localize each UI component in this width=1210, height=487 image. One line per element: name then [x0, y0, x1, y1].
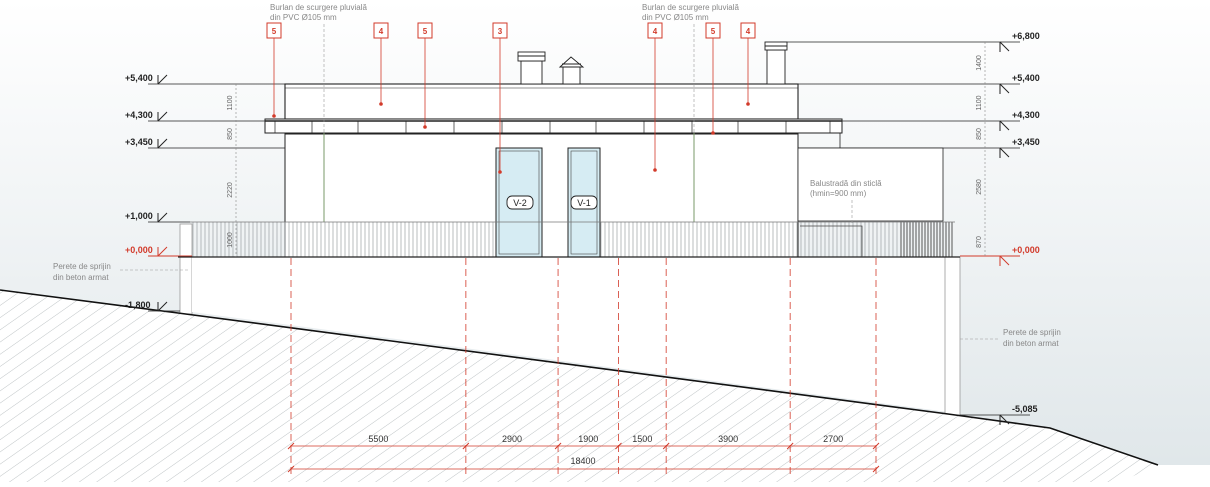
tag-label: 4: [379, 27, 384, 36]
right-level-markers: +6,800 +5,400 +4,300 +3,450 +0,000 -5,085: [999, 31, 1040, 425]
note-retaining-right-1: Perete de sprijin: [1003, 328, 1061, 337]
level-label: +0,000: [125, 245, 153, 255]
dim-ticks: [287, 442, 880, 473]
level-marker-right: +3,450: [999, 137, 1040, 158]
grid-axis-lines: [290, 258, 877, 476]
level-label: +4,300: [1012, 110, 1040, 120]
window-label-v1: V-1: [577, 198, 591, 208]
retaining-wall-right: [944, 256, 961, 416]
roof-parapet: [284, 83, 799, 120]
dim-tick: [287, 442, 295, 450]
terrain-line: [0, 289, 1159, 466]
vdim-right: 1100: [976, 95, 983, 110]
level-label: -5,085: [1012, 404, 1038, 414]
note-retaining-left-2: din beton armat: [53, 273, 109, 282]
dim-label: 3900: [718, 434, 738, 444]
dim-label: 2700: [823, 434, 843, 444]
dim-label: 5500: [368, 434, 388, 444]
vdim-left: 2220: [227, 182, 234, 198]
dim-label: 2900: [502, 434, 522, 444]
vdim-left: 1000: [227, 232, 234, 248]
level-label: +0,000: [1012, 245, 1040, 255]
vdim-right: 2580: [976, 179, 983, 195]
tag-label: 5: [272, 27, 277, 36]
level-label: +4,300: [125, 110, 153, 120]
dim-tick: [786, 442, 794, 450]
vdim-left: 1100: [227, 95, 234, 110]
dim-texts: 5500 2900 1900 1500 3900 2700: [368, 434, 843, 444]
note-downspout-left-2: din PVC Ø105 mm: [270, 13, 337, 22]
dim-tick: [662, 442, 670, 450]
level-label: +1,000: [125, 211, 153, 221]
fence-dark: [900, 222, 953, 257]
note-railing-2: (hmin=900 mm): [810, 189, 867, 198]
level-label: -1,800: [125, 300, 151, 310]
note-downspout-right-2: din PVC Ø105 mm: [642, 13, 709, 22]
tag-dots: [272, 102, 750, 174]
dim-label: 1900: [578, 434, 598, 444]
level-marker-left: +4,300: [125, 110, 168, 122]
eave-joints: [274, 121, 831, 133]
tag-label: 5: [711, 27, 716, 36]
level-marker-left: +5,400: [125, 73, 168, 85]
terrace-wall: [797, 147, 944, 222]
dim-tick: [554, 442, 562, 450]
tag-label: 5: [423, 27, 428, 36]
level-marker-left: +3,450: [125, 137, 168, 149]
note-retaining-left-1: Perete de sprijin: [53, 262, 111, 271]
ground-hatch: [0, 290, 1158, 482]
dim-label: 1500: [632, 434, 652, 444]
vdim-left: 850: [227, 128, 234, 140]
vdim-right: 850: [976, 128, 983, 140]
dim-tick: [287, 465, 295, 473]
left-level-markers: +5,400 +4,300 +3,450 +1,000 +0,000 -1,800: [125, 73, 168, 312]
note-retaining-right-2: din beton armat: [1003, 339, 1059, 348]
leader-lines: [120, 24, 1000, 340]
window-tag-v1: [570, 195, 598, 210]
vdim-right: 870: [976, 236, 983, 248]
eave-band: [264, 118, 843, 134]
level-label: +3,450: [1012, 137, 1040, 147]
level-marker-right: -5,085: [999, 404, 1038, 425]
level-label: +6,800: [1012, 31, 1040, 41]
note-railing-1: Balustradă din sticlă: [810, 179, 882, 188]
level-marker-right: +5,400: [999, 73, 1040, 94]
tag-boxes: [266, 22, 756, 39]
level-label: +3,450: [125, 137, 153, 147]
fence-middle: [600, 222, 800, 257]
dim-tick: [615, 442, 622, 450]
chimney-1: [517, 51, 546, 85]
dim-total-label: 18400: [570, 456, 595, 466]
vdim-right: 1400: [976, 55, 983, 71]
level-marker-right: +0,000: [999, 245, 1040, 266]
tag-label: 4: [746, 27, 751, 36]
level-marker-left: +0,000: [125, 245, 168, 257]
level-marker-left: -1,800: [125, 300, 168, 312]
chimney-2: [558, 56, 585, 85]
tag-label: 4: [653, 27, 658, 36]
fence-right: [800, 222, 900, 257]
tag-leaders: [273, 38, 749, 172]
note-downspout-right-1: Burlan de scurgere pluvială: [642, 3, 739, 12]
dim-tick: [872, 442, 880, 450]
dim-tick: [872, 465, 880, 473]
plinth-fill: [192, 257, 948, 412]
chimney-3: [764, 41, 788, 85]
note-downspout-left-1: Burlan de scurgere pluvială: [270, 3, 367, 12]
window-label-v2: V-2: [513, 198, 527, 208]
fence-left: [190, 222, 496, 257]
level-marker-left: +1,000: [125, 211, 168, 223]
level-marker-right: +4,300: [999, 110, 1040, 131]
window-tag-v2: [506, 195, 534, 210]
level-marker-right: +6,800: [999, 31, 1040, 52]
tag-label: 3: [498, 27, 503, 36]
level-label: +5,400: [1012, 73, 1040, 83]
dim-tick: [462, 442, 470, 450]
level-label: +5,400: [125, 73, 153, 83]
